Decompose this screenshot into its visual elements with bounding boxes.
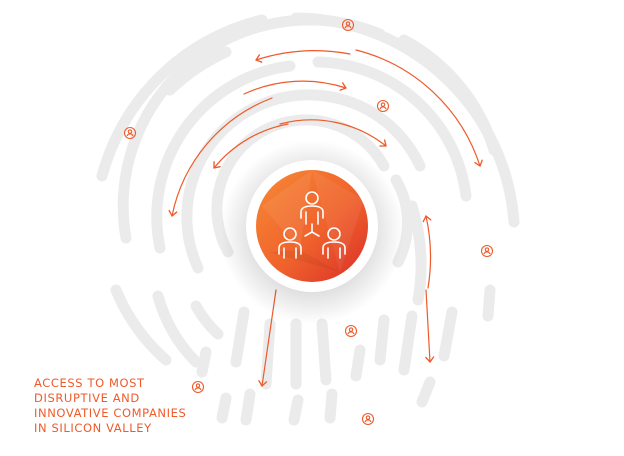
ridge-25 [398, 310, 418, 376]
arrow-mid-top [243, 80, 347, 95]
ridge-21 [240, 388, 256, 426]
badge-facet [268, 250, 340, 272]
ridge-20 [216, 392, 232, 424]
ridge-24 [406, 200, 427, 306]
ridge-6 [312, 56, 472, 202]
ridge-15 [196, 346, 212, 378]
ridge-10 [290, 12, 520, 228]
person-icon [344, 324, 358, 338]
person-icon [191, 380, 205, 394]
people-network-icon [278, 191, 346, 259]
ridge-12 [110, 284, 172, 366]
ridge-5 [151, 60, 296, 254]
connection-arrows [168, 49, 483, 387]
ridge-30 [374, 314, 390, 366]
person-markers [123, 18, 494, 426]
caption-line: DISRUPTIVE AND [34, 391, 140, 405]
person-icon [123, 126, 137, 140]
arrow-inner-top [279, 119, 387, 147]
ridge-9 [96, 14, 268, 182]
arrow-right-down [425, 289, 435, 363]
caption-line: ACCESS TO MOST [34, 376, 145, 390]
ridge-26 [438, 306, 458, 362]
arrow-top-left [255, 50, 351, 63]
person-icon [341, 18, 355, 32]
arrow-right-up [422, 215, 432, 289]
ridge-14 [190, 300, 224, 340]
ridge-27 [416, 376, 436, 408]
badge-facet [262, 170, 312, 250]
center-badge [220, 140, 404, 324]
person-icon [480, 244, 494, 258]
ridge-3 [390, 174, 414, 268]
ridge-29 [350, 344, 366, 382]
fingerprint-ridges [96, 12, 520, 426]
badge-facet [312, 170, 364, 272]
caption-line: IN SILICON VALLEY [34, 421, 152, 435]
caption-line: INNOVATIVE COMPANIES [34, 406, 187, 420]
ridge-22 [288, 394, 304, 426]
arrow-inner-left [213, 123, 289, 169]
ridge-4 [181, 89, 426, 274]
arrow-top-right [355, 49, 483, 167]
ridge-11 [164, 46, 232, 96]
ridge-16 [230, 306, 250, 368]
ridge-19 [316, 318, 332, 386]
ridge-13 [152, 290, 202, 368]
arrow-mid-left [168, 97, 273, 217]
ridge-28 [482, 284, 496, 322]
person-icon [376, 99, 390, 113]
headline-caption: ACCESS TO MOST DISRUPTIVE AND INNOVATIVE… [34, 376, 294, 436]
person-icon [361, 412, 375, 426]
ridge-23 [324, 388, 338, 424]
